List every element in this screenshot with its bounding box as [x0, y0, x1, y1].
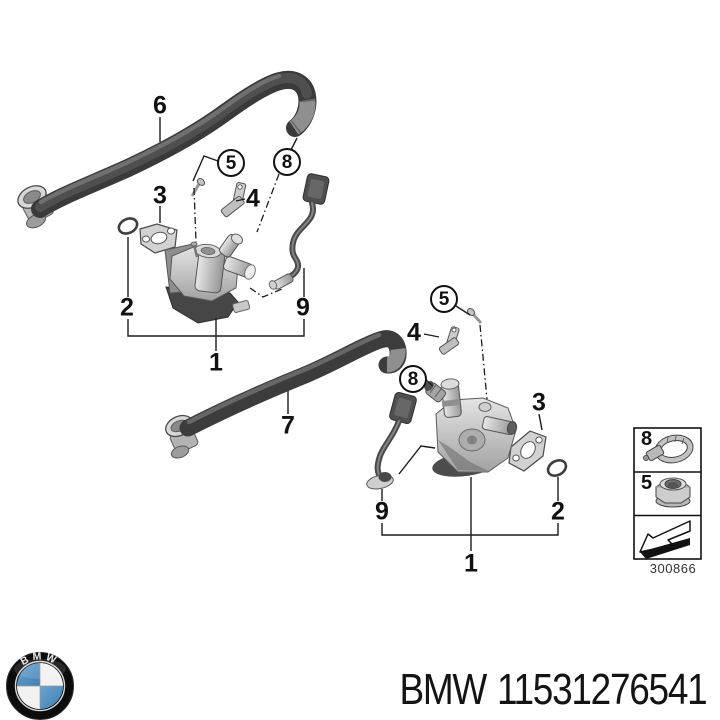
o-ring-2b: [546, 458, 568, 478]
callout-1b: 1: [464, 549, 478, 578]
screw-5a: [190, 178, 206, 197]
legend-num-5: 5: [641, 472, 653, 494]
callout-5b-circled: 5: [430, 285, 458, 313]
hose-6: [17, 70, 317, 229]
callout-3a: 3: [153, 181, 167, 210]
callout-2b: 2: [551, 497, 565, 526]
legend-ref-code: 300866: [649, 561, 697, 576]
callout-4a: 4: [246, 184, 260, 213]
part-number: 11531276541: [496, 665, 707, 714]
callout-8a-circled: 8: [273, 148, 301, 176]
callout-4b: 4: [407, 318, 421, 347]
callout-9b: 9: [375, 497, 389, 526]
leader-lines-dashed: [193, 173, 488, 400]
callout-1a: 1: [209, 348, 223, 377]
callout-5a-circled: 5: [217, 149, 245, 177]
direction-arrow-icon: [639, 520, 691, 559]
callout-2a: 2: [120, 293, 134, 322]
bracket-4b: [438, 326, 460, 355]
valve-assembly-2: [424, 378, 518, 477]
callout-3b: 3: [532, 388, 546, 417]
callout-6: 6: [153, 91, 167, 120]
legend-box: [633, 427, 702, 560]
gasket-3b: [508, 430, 547, 472]
o-ring-2a: [117, 217, 139, 235]
callout-9a: 9: [296, 293, 310, 322]
screw-5b: [466, 308, 483, 324]
leader-lines: [127, 117, 559, 551]
brand-name: BMW: [399, 665, 487, 714]
gasket-3a: [139, 223, 178, 254]
hose-clamp-icon: [643, 434, 694, 464]
hose-7: [165, 330, 407, 459]
sensor-9b: [366, 392, 417, 490]
callout-8b-circled: 8: [399, 365, 427, 393]
flange-nut-icon: [655, 477, 691, 508]
bmw-roundel-logo: BMW: [6, 650, 74, 720]
bmw-logo-letters: BMW: [19, 650, 62, 668]
valve-assembly-1: [164, 233, 256, 324]
callout-7: 7: [281, 411, 295, 440]
sensor-9a: [268, 173, 330, 290]
legend-num-8: 8: [641, 428, 653, 450]
